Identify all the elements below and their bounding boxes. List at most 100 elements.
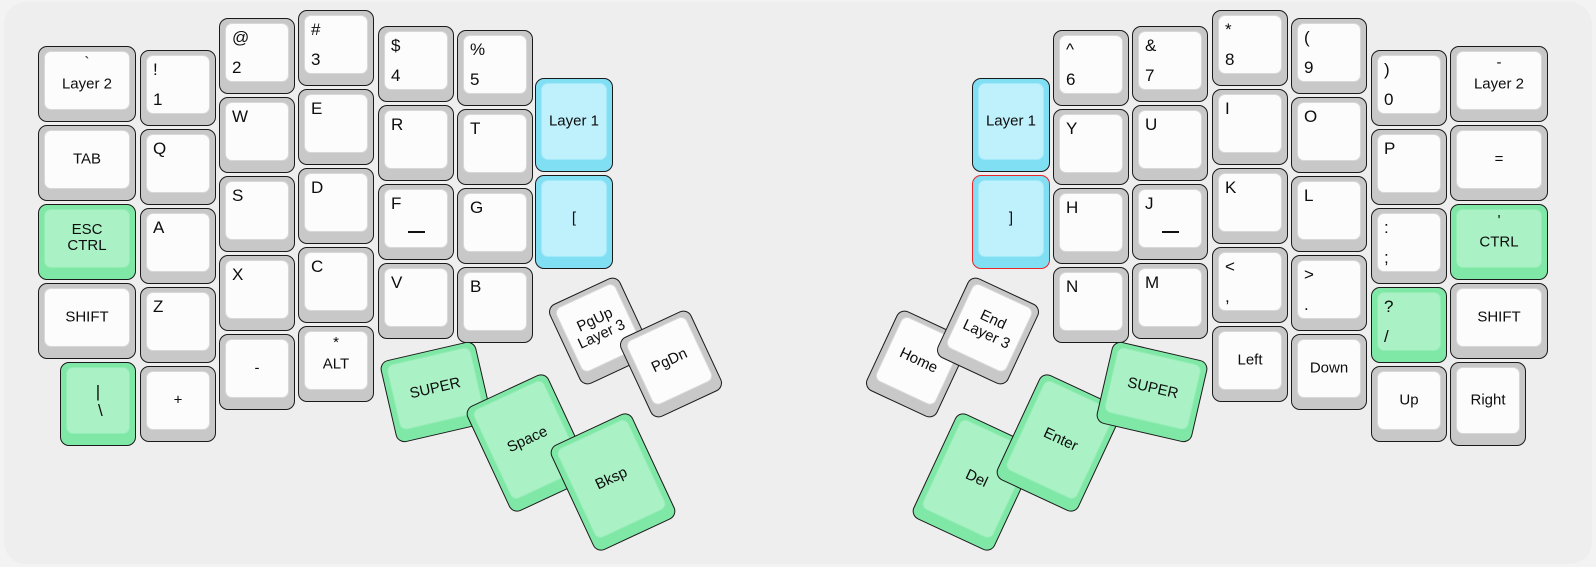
key-n[interactable]: N — [1053, 267, 1129, 343]
key-1[interactable]: !1 — [140, 50, 216, 126]
key-k[interactable]: K — [1212, 168, 1288, 244]
key-x[interactable]: X — [219, 255, 295, 331]
key-plus-legend-center: + — [173, 391, 183, 409]
key-0[interactable]: )0 — [1371, 50, 1447, 126]
key-up-legend-center: Up — [1399, 391, 1419, 409]
key-0-legend-top: ) — [1384, 60, 1390, 79]
key-quote-ctrl[interactable]: 'CTRL — [1450, 204, 1548, 280]
key-7-cap: &7 — [1138, 31, 1202, 90]
key-semicolon-cap: :; — [1377, 213, 1441, 272]
key-y[interactable]: Y — [1053, 109, 1129, 185]
key-tab[interactable]: TAB — [38, 125, 136, 201]
key-down-cap: Down — [1297, 339, 1361, 398]
key-5-legend-top: % — [470, 40, 486, 59]
key-right[interactable]: Right — [1450, 362, 1526, 446]
key-l-cap: L — [1297, 181, 1361, 240]
key-8[interactable]: *8 — [1212, 10, 1288, 86]
key-g[interactable]: G — [457, 188, 533, 264]
key-right-cap: Right — [1456, 367, 1520, 434]
key-grave-layer2[interactable]: `Layer 2 — [38, 46, 136, 122]
key-period-legend-top: > — [1304, 265, 1314, 284]
key-layer1-left[interactable]: Layer 1 — [535, 78, 613, 172]
key-plus-cap: + — [146, 371, 210, 430]
key-alt[interactable]: * ALT — [298, 326, 374, 402]
key-9[interactable]: (9 — [1291, 18, 1367, 94]
key-l-legend-top: L — [1304, 186, 1314, 205]
key-u[interactable]: U — [1132, 105, 1208, 181]
key-8-legend-bottom: 8 — [1225, 49, 1235, 69]
key-layer1-right[interactable]: Layer 1 — [972, 78, 1050, 172]
key-6[interactable]: ^6 — [1053, 30, 1129, 106]
key-rbracket-right[interactable]: ] — [972, 175, 1050, 269]
key-slash-legend-bottom: / — [1384, 326, 1389, 346]
key-shift-right[interactable]: SHIFT — [1450, 283, 1548, 359]
key-e[interactable]: E — [298, 89, 374, 165]
key-b-cap: B — [463, 272, 527, 331]
key-semicolon[interactable]: :; — [1371, 208, 1447, 284]
key-minus-layer2-legend-top: - — [1496, 54, 1502, 71]
key-v[interactable]: V — [378, 263, 454, 339]
key-2[interactable]: @2 — [219, 18, 295, 94]
key-c[interactable]: C — [298, 247, 374, 323]
key-shift-right-legend-center: SHIFT — [1477, 308, 1521, 326]
key-h[interactable]: H — [1053, 188, 1129, 264]
key-m[interactable]: M — [1132, 263, 1208, 339]
key-down[interactable]: Down — [1291, 334, 1367, 410]
key-a-legend-top: A — [153, 218, 165, 237]
key-minus-left[interactable]: - — [219, 334, 295, 410]
key-up[interactable]: Up — [1371, 366, 1447, 442]
key-w[interactable]: W — [219, 97, 295, 173]
key-5[interactable]: %5 — [457, 30, 533, 106]
key-d-legend-top: D — [311, 178, 324, 197]
key-p[interactable]: P — [1371, 129, 1447, 205]
key-layer1-right-legend-center: Layer 1 — [985, 112, 1037, 130]
key-d[interactable]: D — [298, 168, 374, 244]
key-alt-legend-center: ALT — [322, 355, 350, 373]
key-s[interactable]: S — [219, 176, 295, 252]
key-lbracket-left[interactable]: [ — [535, 175, 613, 269]
key-9-legend-top: ( — [1304, 28, 1310, 47]
key-shift-left[interactable]: SHIFT — [38, 283, 136, 359]
key-7-legend-top: & — [1145, 36, 1157, 55]
key-2-cap: @2 — [225, 23, 289, 82]
key-z[interactable]: Z — [140, 287, 216, 363]
key-slash[interactable]: ?/ — [1371, 287, 1447, 363]
key-comma[interactable]: <, — [1212, 247, 1288, 323]
key-equal[interactable]: = — [1450, 125, 1548, 201]
key-equal-cap: = — [1456, 130, 1542, 189]
key-comma-legend-bottom: , — [1225, 286, 1230, 306]
key-period[interactable]: >. — [1291, 255, 1367, 331]
key-o[interactable]: O — [1291, 97, 1367, 173]
key-minus-layer2[interactable]: -Layer 2 — [1450, 46, 1548, 122]
key-q-legend-top: Q — [153, 139, 167, 158]
key-t[interactable]: T — [457, 109, 533, 185]
key-j[interactable]: J — [1132, 184, 1208, 260]
key-h-legend-top: H — [1066, 198, 1079, 217]
key-b[interactable]: B — [457, 267, 533, 343]
key-o-legend-top: O — [1304, 107, 1318, 126]
key-w-cap: W — [225, 102, 289, 161]
key-3-legend-bottom: 3 — [311, 49, 321, 69]
key-plus[interactable]: + — [140, 366, 216, 442]
key-f[interactable]: F — [378, 184, 454, 260]
key-t-legend-top: T — [470, 119, 481, 138]
key-m-cap: M — [1138, 268, 1202, 327]
key-i[interactable]: I — [1212, 89, 1288, 165]
key-4[interactable]: $4 — [378, 26, 454, 102]
key-alt-legend-top: * — [333, 334, 339, 351]
key-i-legend-top: I — [1225, 99, 1230, 118]
key-l[interactable]: L — [1291, 176, 1367, 252]
key-7[interactable]: &7 — [1132, 26, 1208, 102]
key-j-homing-bar — [1162, 231, 1179, 233]
key-pipe-backslash[interactable]: | \ — [60, 362, 136, 446]
key-left[interactable]: Left — [1212, 326, 1288, 402]
key-r[interactable]: R — [378, 105, 454, 181]
key-j-cap: J — [1138, 189, 1202, 248]
key-i-cap: I — [1218, 94, 1282, 153]
key-a[interactable]: A — [140, 208, 216, 284]
key-6-legend-top: ^ — [1066, 40, 1074, 59]
key-3[interactable]: #3 — [298, 10, 374, 86]
key-q[interactable]: Q — [140, 129, 216, 205]
